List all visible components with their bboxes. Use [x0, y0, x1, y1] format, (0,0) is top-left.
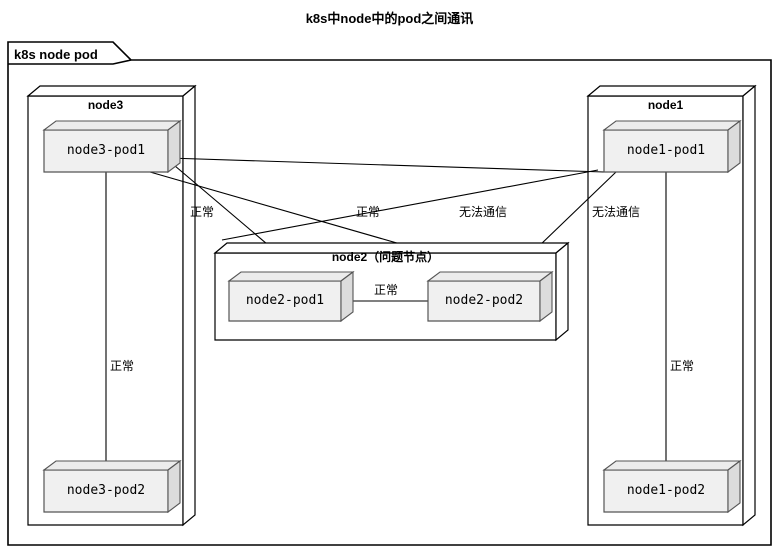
pod-box-node3-pod2[interactable]: [42, 459, 182, 514]
pod-box-node2-pod2[interactable]: [426, 270, 554, 323]
pod-box-node3-pod1[interactable]: [42, 119, 182, 174]
node-title-node1: node1: [647, 98, 684, 112]
edge-label-node3pod1-node2pod1: 正常: [190, 205, 215, 219]
edge-label-node3-vertical: 正常: [110, 359, 135, 373]
edge-label-node2-internal: 正常: [374, 283, 399, 297]
page-title: k8s中node中的pod之间通讯: [305, 11, 474, 26]
frame-label: k8s node pod: [14, 47, 98, 62]
pod-box-node1-pod2[interactable]: [602, 459, 742, 514]
pod-box-node2-pod1[interactable]: [227, 270, 355, 323]
pod-label-node2-pod1[interactable]: node2-pod1: [245, 293, 325, 308]
edge-line-node1pod1-node2pod1: [221, 169, 599, 241]
pod-box-node1-pod1[interactable]: [602, 119, 742, 174]
edge-label-node3pod1-node1pod1: 正常: [356, 205, 381, 219]
node-title-node2: node2（问题节点）: [331, 250, 440, 264]
pod-label-node3-pod2[interactable]: node3-pod2: [66, 483, 146, 498]
edge-label-node3pod1-node2pod2: 无法通信: [459, 205, 508, 219]
edge-label-node1-vertical: 正常: [670, 359, 695, 373]
pod-label-node2-pod2[interactable]: node2-pod2: [444, 293, 524, 308]
pod-label-node1-pod2[interactable]: node1-pod2: [626, 483, 706, 498]
node-title-node3: node3: [87, 98, 124, 112]
edge-label-node1pod1-node2pod2: 无法通信: [592, 205, 641, 219]
pod-label-node3-pod1[interactable]: node3-pod1: [66, 143, 146, 158]
edge-line-node3pod1-node1pod1: [167, 157, 605, 173]
pod-label-node1-pod1[interactable]: node1-pod1: [626, 143, 706, 158]
